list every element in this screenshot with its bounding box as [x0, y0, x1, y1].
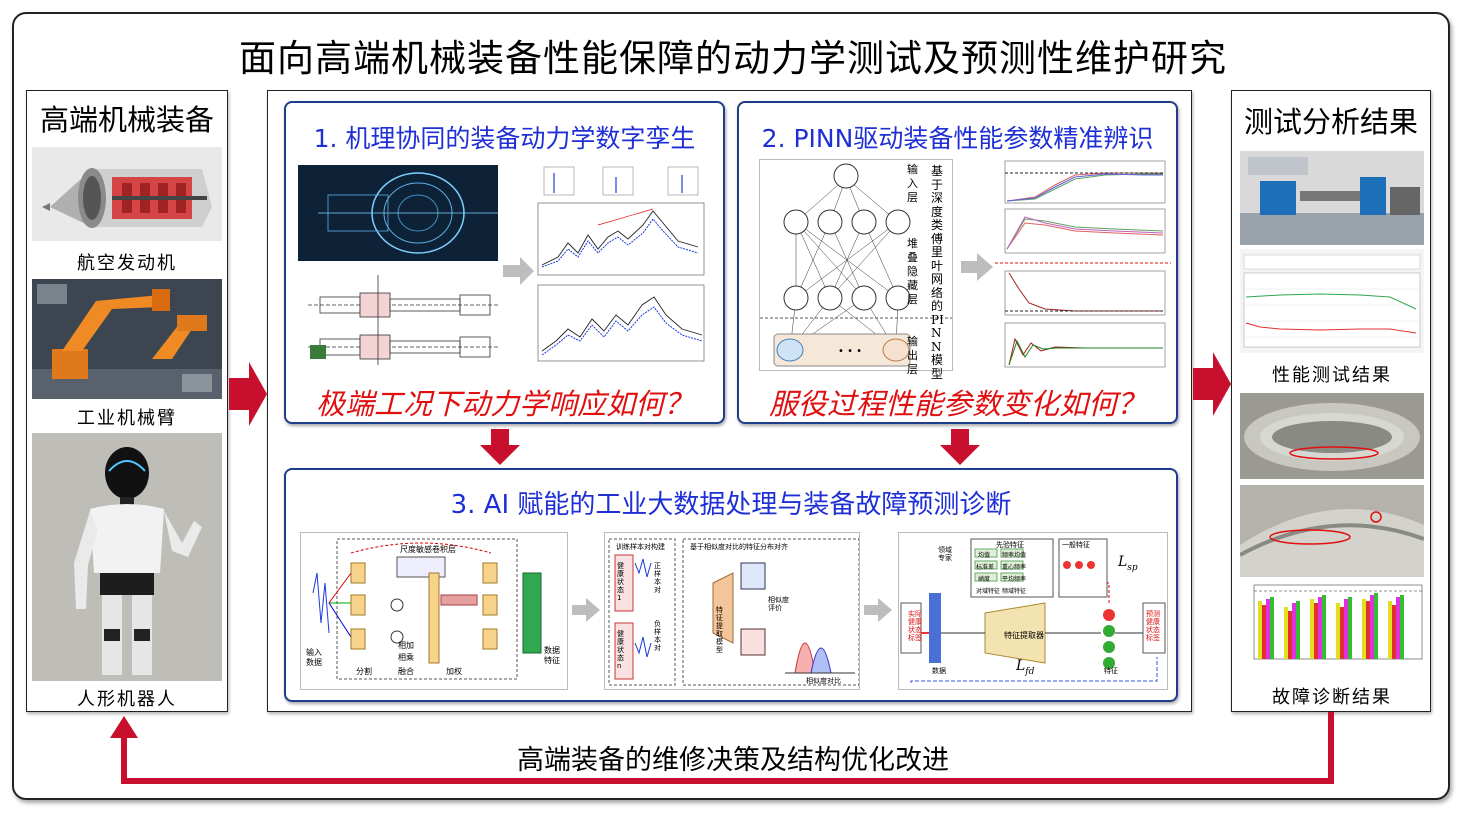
- add-label: 相加: [398, 641, 414, 650]
- conv-layer-label: 尺度敏感卷积层: [400, 545, 456, 554]
- method-1-question: 极端工况下动力学响应如何？: [315, 387, 693, 421]
- method-3-box: 3. AI 赋能的工业大数据处理与装备故障预测诊断 尺度敏感卷积层 输入数据 分…: [284, 468, 1178, 702]
- neg-pair-label: 负样本对: [654, 620, 661, 652]
- actual-label: 实际健康状态标签: [908, 610, 922, 642]
- mul-label: 相乘: [398, 653, 414, 662]
- prior-feature-label: 先验特征: [996, 541, 1024, 549]
- weight-label: 加权: [446, 667, 462, 676]
- method-3-title: 3. AI 赋能的工业大数据处理与装备故障预测诊断: [450, 490, 1012, 520]
- down-arrow-1: [480, 429, 520, 465]
- scale-sensitive-conv-figure: [300, 532, 568, 690]
- general-feature-label: 一般特征: [1062, 541, 1090, 549]
- freq-mean-label: 平均频率: [1002, 576, 1027, 583]
- fuse-label: 融合: [398, 667, 414, 676]
- input-data-label: 输入数据: [306, 648, 322, 667]
- feature-model-label: 特征提取模型: [716, 606, 723, 654]
- std-label: 标准差: [976, 564, 995, 571]
- svg-text:• • •: • • •: [838, 346, 862, 357]
- lsp-symbol: Lsp: [1118, 554, 1138, 573]
- healthy-n-label: 健康状态n: [617, 630, 624, 670]
- pos-pair-label: 正样本对: [654, 562, 661, 594]
- fault-prediction-figure: [898, 532, 1168, 690]
- kurt-label: 峭度: [978, 576, 991, 583]
- parameter-identification-plots: [995, 159, 1171, 375]
- humanoid-robot-image: [32, 433, 222, 681]
- healthy-1-label: 健康状态1: [617, 562, 624, 602]
- method-1-box: 1. 机理协同的装备动力学数字孪生: [284, 101, 725, 424]
- sim-contrast-label: 相似度对比: [806, 677, 841, 685]
- left-panel: 高端机械装备 航空发动机: [26, 90, 228, 712]
- fault-diag-caption: 故障诊断结果: [1272, 687, 1392, 708]
- lfd-main: L: [1016, 658, 1026, 674]
- robot-arm-image: [32, 279, 222, 399]
- freq-feature-label: 频域特征: [1002, 588, 1027, 595]
- freq-center-label: 重心频率: [1002, 564, 1027, 571]
- method-2-box: 2. PINN驱动装备性能参数精准辨识 • •: [737, 101, 1178, 424]
- pred-label: 预测健康状态标签: [1146, 610, 1160, 642]
- method-3-grey-arrow-1: [572, 598, 600, 622]
- energy-label: 频率均值: [1002, 552, 1027, 559]
- method-2-title: 2. PINN驱动装备性能参数精准辨识: [761, 124, 1154, 153]
- bearing-fault-image-2: [1240, 485, 1424, 577]
- extractor-label: 特征提取器: [1004, 631, 1044, 640]
- data-label: 数据: [932, 667, 946, 675]
- pinn-input-layer-label: 输入层: [907, 163, 918, 204]
- lfd-symbol: Lfd: [1016, 658, 1034, 677]
- sim-eval-label: 相似度评价: [768, 596, 789, 612]
- data-feature-label: 数据特征: [544, 646, 560, 665]
- test-rig-image: [1240, 151, 1424, 245]
- bearing-fault-image-1: [1240, 393, 1424, 479]
- perf-test-caption: 性能测试结果: [1272, 365, 1392, 386]
- pinn-side-label: 基于深度类傅里叶网络的PINN模型: [931, 164, 944, 381]
- left-panel-title: 高端机械装备: [39, 103, 214, 137]
- right-panel-title: 测试分析结果: [1243, 105, 1418, 139]
- pinn-output-layer-label: 输出层: [907, 335, 918, 376]
- split-label: 分割: [356, 667, 372, 676]
- time-feature-label: 对域特征: [976, 588, 1001, 595]
- right-panel: 测试分析结果 性能测试结果: [1231, 90, 1431, 712]
- pinn-hidden-layer-label: 堆叠隐藏层: [907, 237, 918, 306]
- fault-diagnosis-chart: [1240, 583, 1424, 673]
- performance-test-chart: [1240, 249, 1424, 353]
- contrastive-alignment-figure: [604, 532, 860, 690]
- mean-label: 均值: [978, 552, 991, 559]
- pinn-network-figure: • • •: [759, 159, 953, 371]
- train-pairs-label: 训练样本对构建: [616, 543, 665, 551]
- lfd-sub: fd: [1025, 666, 1035, 677]
- method-2-grey-arrow: [961, 253, 993, 281]
- right-arrow-left: [229, 362, 267, 426]
- humanoid-robot-caption: 人形机器人: [77, 689, 177, 710]
- digital-twin-figure: [298, 165, 708, 370]
- right-arrow-right: [1193, 352, 1231, 416]
- method-1-title: 1. 机理协同的装备动力学数字孪生: [313, 124, 696, 153]
- bottom-feedback-text: 高端装备的维修决策及结构优化改进: [517, 745, 949, 776]
- lsp-sub: sp: [1127, 562, 1138, 573]
- lsp-main: L: [1118, 554, 1128, 570]
- method-3-grey-arrow-2: [864, 598, 892, 622]
- feature-label: 特征: [1104, 667, 1118, 675]
- aero-engine-caption: 航空发动机: [77, 253, 177, 274]
- down-arrow-2: [940, 429, 980, 465]
- method-2-question: 服役过程性能参数变化如何？: [768, 387, 1146, 421]
- aero-engine-image: [32, 147, 222, 241]
- expert-label: 领域专家: [938, 546, 952, 562]
- main-title: 面向高端机械装备性能保障的动力学测试及预测性维护研究: [239, 37, 1227, 80]
- align-label: 基于相似度对比的特征分布对齐: [690, 543, 788, 551]
- robot-arm-caption: 工业机械臂: [77, 408, 177, 429]
